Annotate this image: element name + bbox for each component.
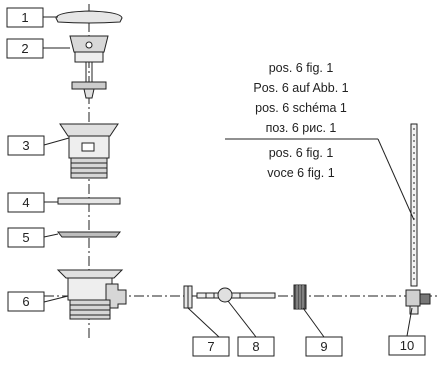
note-line-1: pos. 6 fig. 1	[269, 61, 334, 75]
label-boxes	[6, 7, 426, 357]
label-1: 1	[21, 10, 28, 25]
part-plug-head	[69, 35, 109, 99]
leader-lines	[43, 16, 415, 338]
note-line-5: pos. 6 fig. 1	[269, 146, 334, 160]
part-threaded-nut	[293, 284, 307, 310]
label-4: 4	[22, 195, 29, 210]
part-drain-body	[56, 269, 127, 320]
part-connecting-rod	[196, 287, 276, 303]
part-conical-washer	[56, 231, 122, 238]
label-3: 3	[22, 138, 29, 153]
label-10: 10	[400, 338, 414, 353]
reference-note: pos. 6 fig. 1 Pos. 6 auf Abb. 1 pos. 6 s…	[253, 61, 348, 180]
note-line-6: voce 6 fig. 1	[267, 166, 334, 180]
note-line-2: Pos. 6 auf Abb. 1	[253, 81, 348, 95]
label-7: 7	[207, 339, 214, 354]
part-lift-rod	[405, 123, 431, 315]
label-9: 9	[320, 339, 327, 354]
label-8: 8	[252, 339, 259, 354]
label-5: 5	[22, 230, 29, 245]
note-line-4: поз. 6 рис. 1	[266, 121, 337, 135]
label-6: 6	[22, 294, 29, 309]
part-cap	[55, 10, 123, 24]
label-2: 2	[21, 41, 28, 56]
part-body	[59, 123, 119, 179]
part-small-washer	[183, 285, 193, 309]
note-line-3: pos. 6 schéma 1	[255, 101, 347, 115]
part-flat-gasket	[57, 197, 121, 205]
